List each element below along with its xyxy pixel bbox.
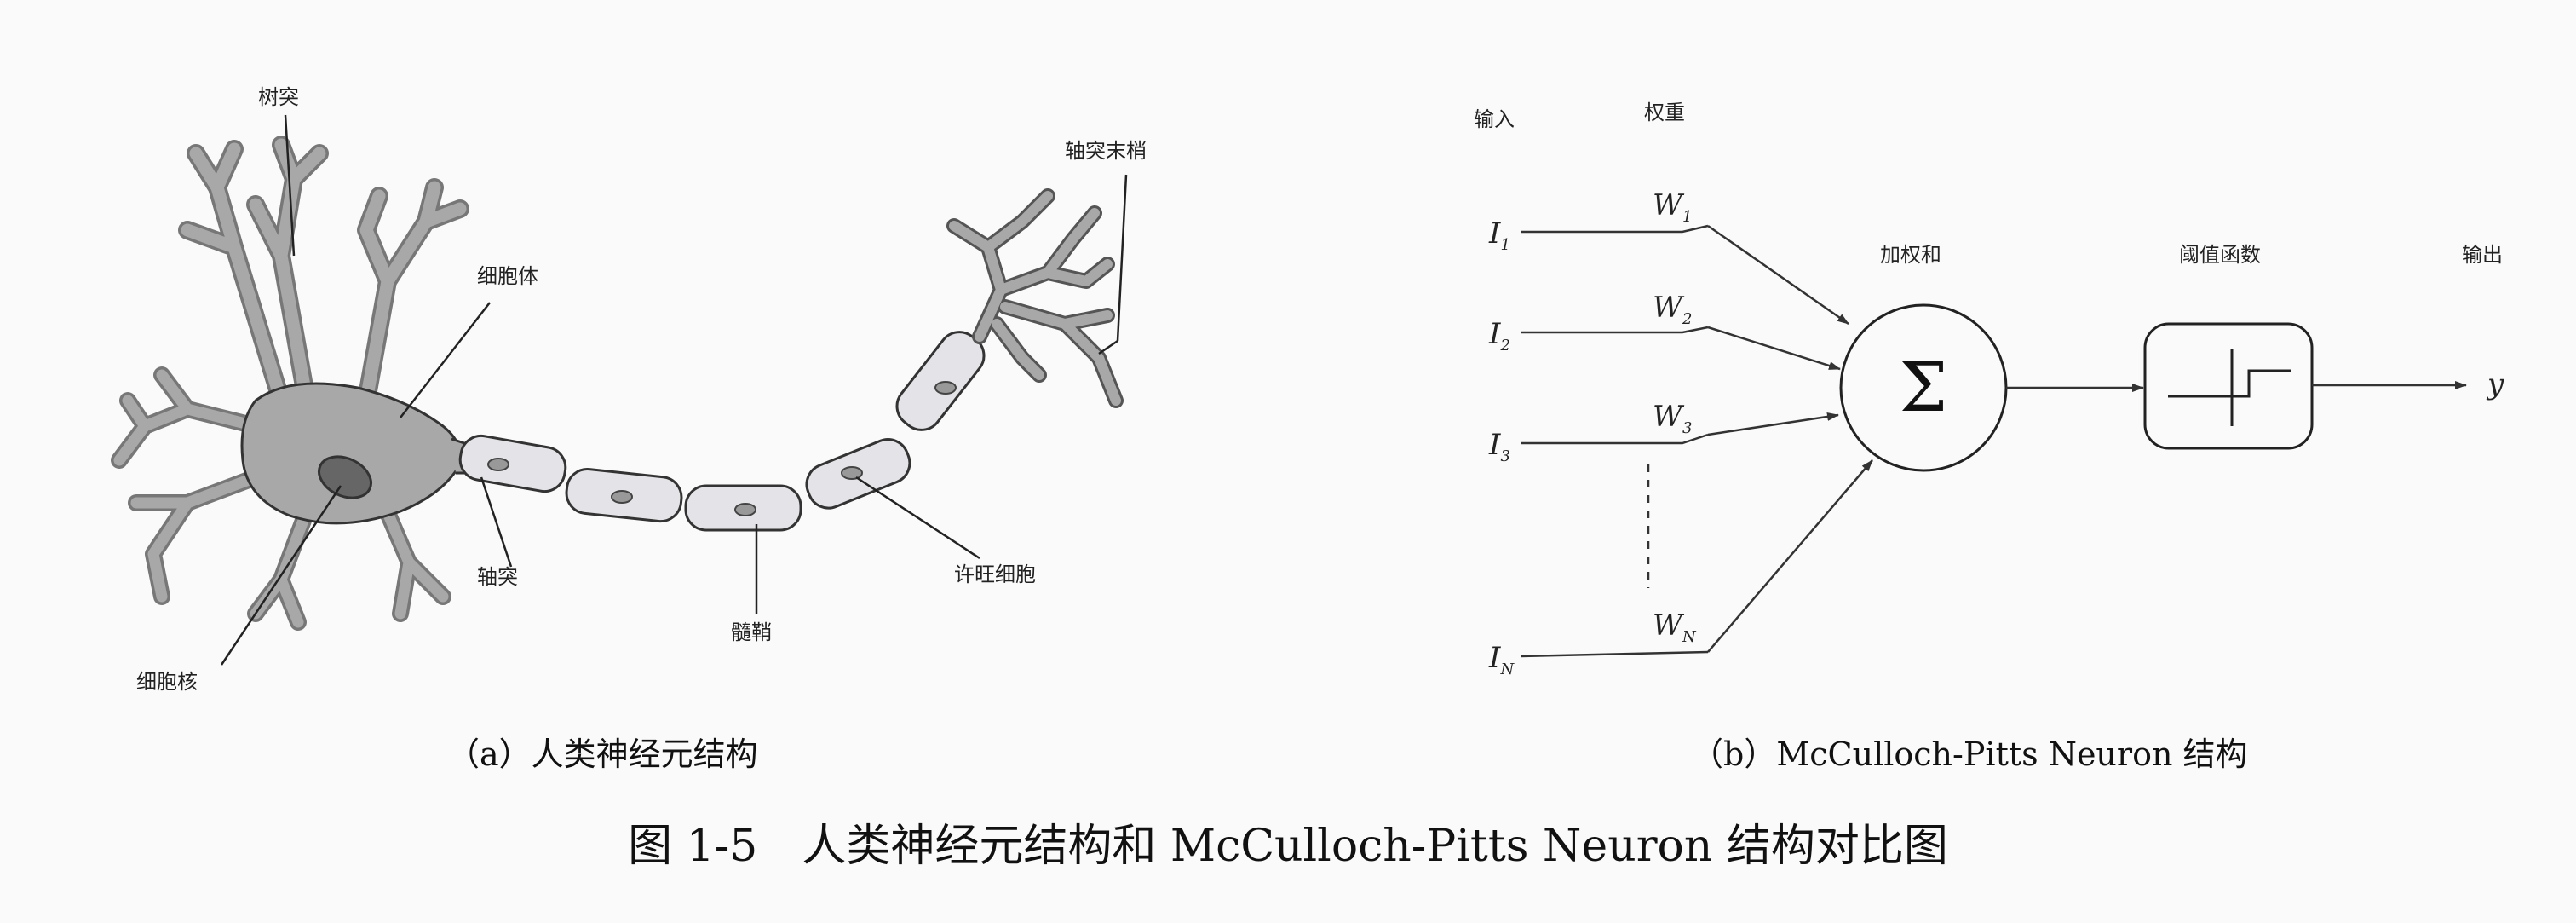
input-label-3: I3 bbox=[1488, 428, 1510, 465]
axon-terminals bbox=[946, 188, 1124, 408]
mp-input-header: 输入 bbox=[1474, 107, 1515, 131]
cell-body bbox=[240, 382, 463, 525]
mp-neuron: 输入 权重 加权和 阈值函数 输出 I1 I2 I3 IN W1 W2 bbox=[1474, 101, 2504, 678]
step-function-icon bbox=[2168, 349, 2291, 426]
label-axon: 轴突 bbox=[477, 565, 518, 589]
nucleus bbox=[318, 455, 372, 499]
label-dendrite: 树突 bbox=[258, 85, 299, 109]
output-variable: y bbox=[2486, 367, 2504, 401]
mp-threshold-label: 阈值函数 bbox=[2179, 243, 2261, 267]
weight-labels: W1 W2 W3 WN bbox=[1653, 188, 1697, 646]
input-lines bbox=[1520, 224, 1873, 658]
summation-symbol: Σ bbox=[1900, 348, 1948, 427]
input-labels: I1 I2 I3 IN bbox=[1488, 216, 1515, 678]
mp-weighted-sum-label: 加权和 bbox=[1880, 243, 1941, 267]
threshold-box bbox=[2143, 322, 2314, 450]
biological-neuron bbox=[111, 136, 1124, 631]
weight-label-1: W1 bbox=[1653, 188, 1692, 226]
mp-output-header: 输出 bbox=[2462, 243, 2503, 267]
weight-label-2: W2 bbox=[1653, 291, 1692, 328]
input-label-n: IN bbox=[1488, 641, 1515, 678]
caption-b: （b）McCulloch-Pitts Neuron 结构 bbox=[1691, 736, 2248, 773]
label-cell-body: 细胞体 bbox=[477, 264, 538, 288]
caption-a: （a）人类神经元结构 bbox=[447, 736, 758, 773]
label-myelin: 髓鞘 bbox=[731, 620, 772, 644]
mp-weight-header: 权重 bbox=[1644, 101, 1685, 124]
dendrites bbox=[111, 136, 469, 631]
figure-caption: 图 1-5 人类神经元结构和 McCulloch-Pitts Neuron 结构… bbox=[628, 821, 1948, 872]
leader-lines bbox=[220, 114, 1128, 666]
input-label-2: I2 bbox=[1488, 317, 1510, 355]
weight-label-3: W3 bbox=[1653, 400, 1692, 437]
myelin-segments bbox=[458, 331, 986, 532]
neuron-labels: 树突 细胞体 细胞核 轴突 髓鞘 许旺细胞 轴突末梢 bbox=[136, 85, 1147, 694]
label-schwann: 许旺细胞 bbox=[954, 562, 1036, 586]
weight-label-n: WN bbox=[1653, 609, 1697, 646]
label-nucleus: 细胞核 bbox=[136, 670, 198, 694]
schwann-nuclei bbox=[487, 381, 957, 516]
label-axon-terminal: 轴突末梢 bbox=[1065, 139, 1147, 163]
input-label-1: I1 bbox=[1488, 216, 1510, 254]
